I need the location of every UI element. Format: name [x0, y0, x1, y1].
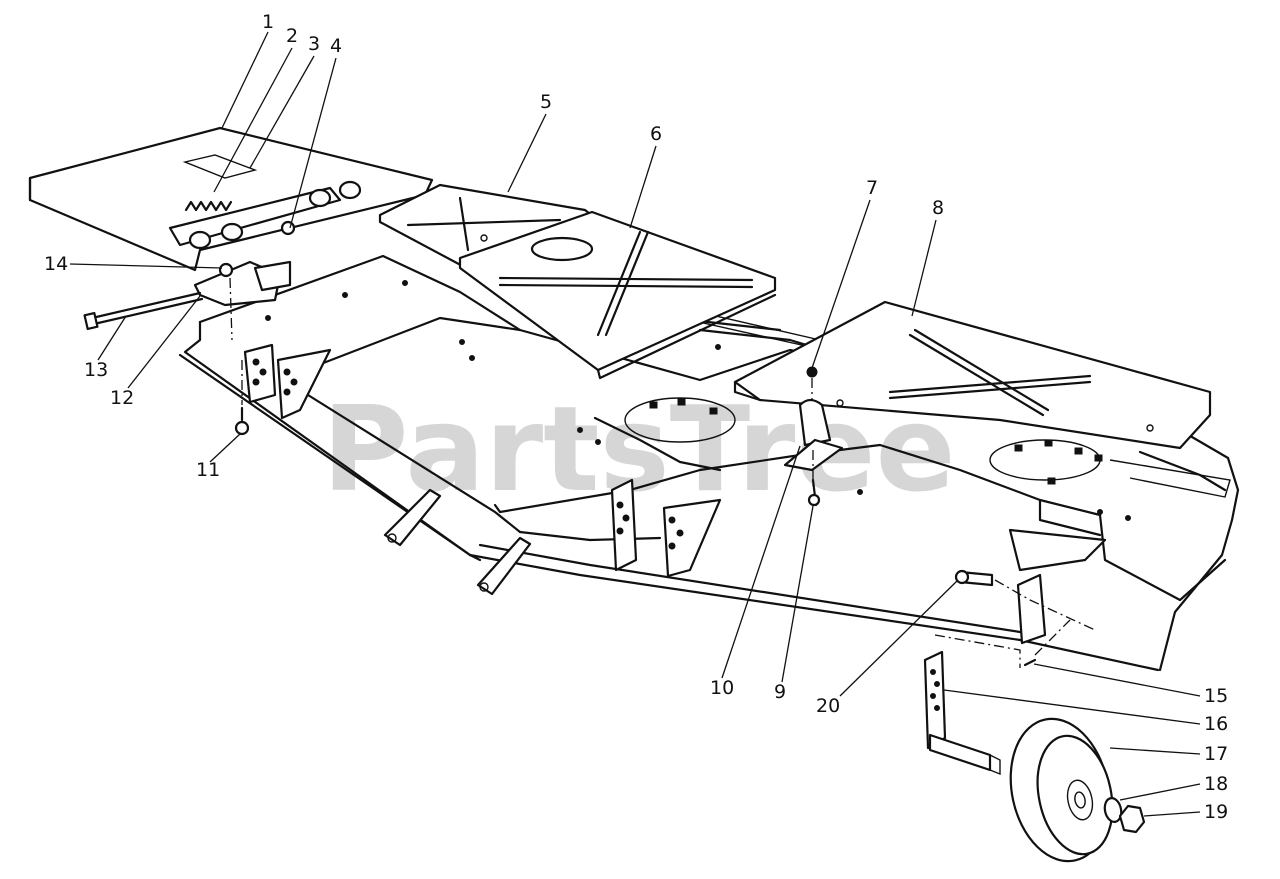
center-cover: [458, 210, 777, 380]
callout-8: 8: [932, 197, 944, 219]
callout-3: 3: [308, 33, 320, 55]
left-belt-cover: [28, 126, 434, 331]
bolt-11-nut-14: [218, 262, 250, 436]
callout-1: 1: [262, 11, 274, 33]
callout-9: 9: [774, 681, 786, 703]
callout-14: 14: [44, 253, 68, 275]
right-belt-cover: [733, 300, 1212, 450]
callout-12: 12: [110, 387, 134, 409]
latch-hardware: [783, 366, 844, 507]
nut-7: [806, 366, 818, 378]
latch-10: [798, 398, 832, 447]
gauge-wheel-assembly: [923, 569, 1146, 863]
callout-20: 20: [816, 695, 840, 717]
callout-2: 2: [286, 25, 298, 47]
callout-6: 6: [650, 123, 662, 145]
callout-11: 11: [196, 459, 220, 481]
callout-15: 15: [1204, 685, 1228, 707]
callout-19: 19: [1204, 801, 1228, 823]
callout-16: 16: [1204, 713, 1228, 735]
callout-13: 13: [84, 359, 108, 381]
callout-10: 10: [710, 677, 734, 699]
callout-18: 18: [1204, 773, 1228, 795]
deck-brackets: [243, 343, 1107, 645]
callout-17: 17: [1204, 743, 1228, 765]
screw-9: [807, 493, 821, 507]
callout-5: 5: [540, 91, 552, 113]
callout-4: 4: [330, 35, 342, 57]
callout-7: 7: [866, 177, 878, 199]
callouts: 1 2 3 4 5 6 7 8 9 10 11 12 13 14 15 16 1…: [44, 11, 1228, 823]
